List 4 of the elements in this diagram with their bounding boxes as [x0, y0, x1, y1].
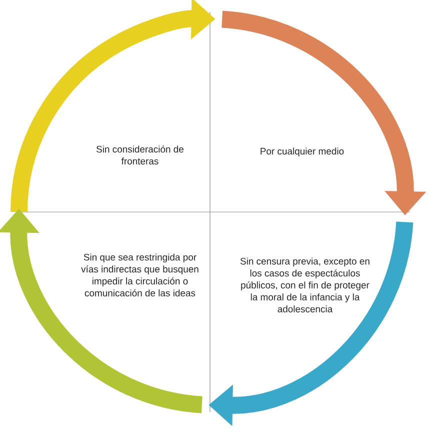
quadrant-text: Sin consideración de fronteras [96, 146, 184, 164]
quadrant-text: Sin que sea restringida por vías indirectas que busquen impedir la circulación o comunicación de las ideas [81, 254, 198, 296]
quadrant-text: Por cualquier medio [260, 148, 344, 156]
quadrant-text: Sin censura previa, excepto en los casos de espectáculos públicos, con el fin de proteger la moral de la infancia y la adolescencia [240, 258, 370, 312]
